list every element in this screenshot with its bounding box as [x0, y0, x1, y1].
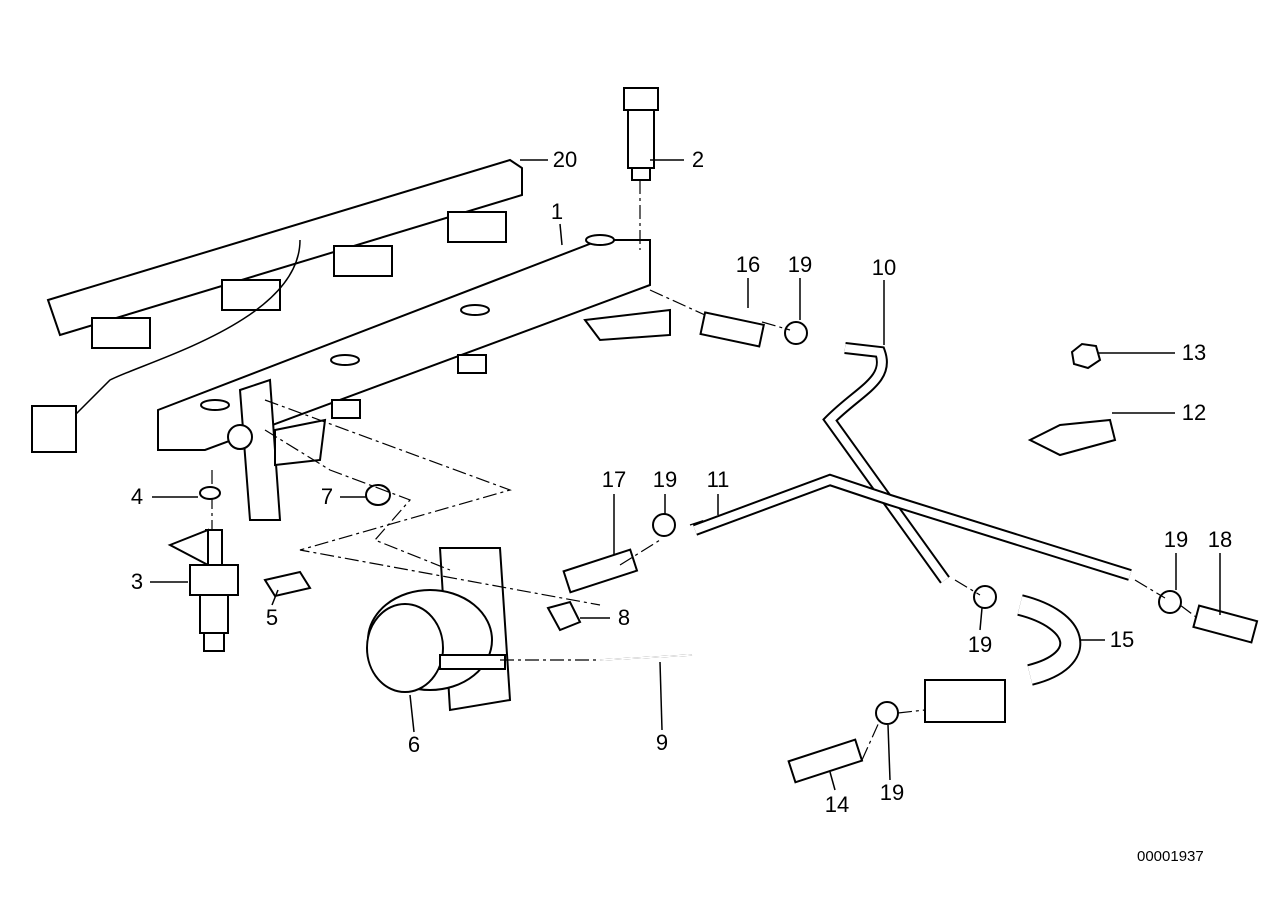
diagram-id: 00001937: [1137, 848, 1204, 865]
assembly-lines: [264, 289, 1201, 761]
nut-13: [1070, 342, 1102, 370]
callout-8: 8: [617, 605, 631, 630]
callout-20: 20: [552, 147, 578, 172]
clamps-19: [652, 321, 1182, 725]
callout-19: 19: [787, 252, 813, 277]
callout-6: 6: [407, 732, 421, 757]
callout-19: 19: [1163, 527, 1189, 552]
bracket-12: [1027, 418, 1117, 457]
callout-19: 19: [652, 467, 678, 492]
callout-13: 13: [1181, 340, 1207, 365]
hoses: [562, 311, 1259, 784]
callout-11: 11: [706, 467, 730, 492]
callout-10: 10: [871, 255, 897, 280]
callout-3: 3: [130, 569, 144, 594]
pipes-10-11: [692, 342, 1132, 584]
callout-2: 2: [691, 147, 705, 172]
seal-4: [199, 486, 221, 500]
callout-9: 9: [655, 730, 669, 755]
callout-1: 1: [550, 199, 564, 224]
clip-5: [263, 570, 312, 598]
callout-4: 4: [130, 484, 144, 509]
callout-15: 15: [1109, 627, 1135, 652]
callout-12: 12: [1181, 400, 1207, 425]
injector-cover-20: [31, 158, 523, 453]
bolt-8: [546, 600, 582, 632]
callout-leaders: [150, 159, 1221, 791]
callout-18: 18: [1207, 527, 1233, 552]
injector-3: [167, 470, 239, 652]
callout-14: 14: [824, 792, 850, 817]
callout-5: 5: [265, 605, 279, 630]
callout-19: 19: [967, 632, 993, 657]
callout-17: 17: [601, 467, 627, 492]
pressure-regulator-6: [366, 547, 512, 712]
callout-16: 16: [735, 252, 761, 277]
callout-19: 19: [879, 780, 905, 805]
bolt-2: [623, 87, 659, 250]
callout-7: 7: [320, 484, 334, 509]
fuel-rail-1: [157, 234, 671, 521]
